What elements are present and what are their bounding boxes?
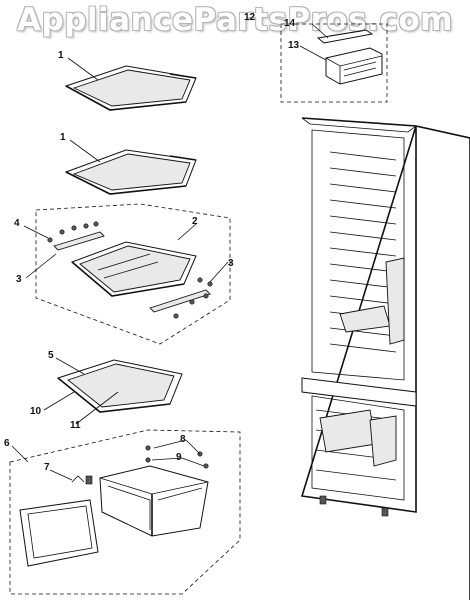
callout-1a: 1 (58, 50, 64, 61)
left-shelf-rail[interactable] (47, 221, 105, 251)
crisper-drawer-front[interactable] (19, 499, 99, 567)
watermark: AppliancePartsPros.com (17, 2, 453, 38)
callout-9: 9 (176, 452, 182, 463)
door-bin-group (280, 23, 388, 103)
callout-8: 8 (180, 434, 186, 445)
crisper-drawer-bin[interactable] (99, 465, 209, 537)
refrigerator-cabinet (300, 117, 470, 600)
slide-glass-shelf[interactable] (71, 241, 197, 297)
callout-10: 10 (30, 406, 42, 417)
callout-2: 2 (192, 216, 198, 227)
callout-labels: 1 1 2 4 3 3 5 10 11 6 7 8 9 12 14 13 (4, 12, 300, 473)
callout-4: 4 (14, 218, 20, 229)
callout-1b: 1 (60, 132, 66, 143)
crisper-drawer-group (9, 429, 241, 595)
callout-12: 12 (244, 12, 256, 23)
door-bin[interactable] (325, 47, 383, 85)
callout-7: 7 (44, 462, 50, 473)
callout-3b: 3 (228, 258, 234, 269)
callout-13: 13 (288, 40, 300, 51)
glass-shelf-second[interactable] (64, 149, 197, 195)
callout-6: 6 (4, 438, 10, 449)
slide-shelf-group (35, 203, 231, 345)
callout-3a: 3 (16, 274, 22, 285)
callout-14: 14 (284, 18, 296, 29)
leader-lines (11, 23, 329, 481)
crisper-cover-shelf[interactable] (56, 359, 183, 413)
callout-5: 5 (48, 350, 54, 361)
glass-shelf-top[interactable] (64, 65, 197, 111)
callout-11: 11 (70, 420, 81, 431)
